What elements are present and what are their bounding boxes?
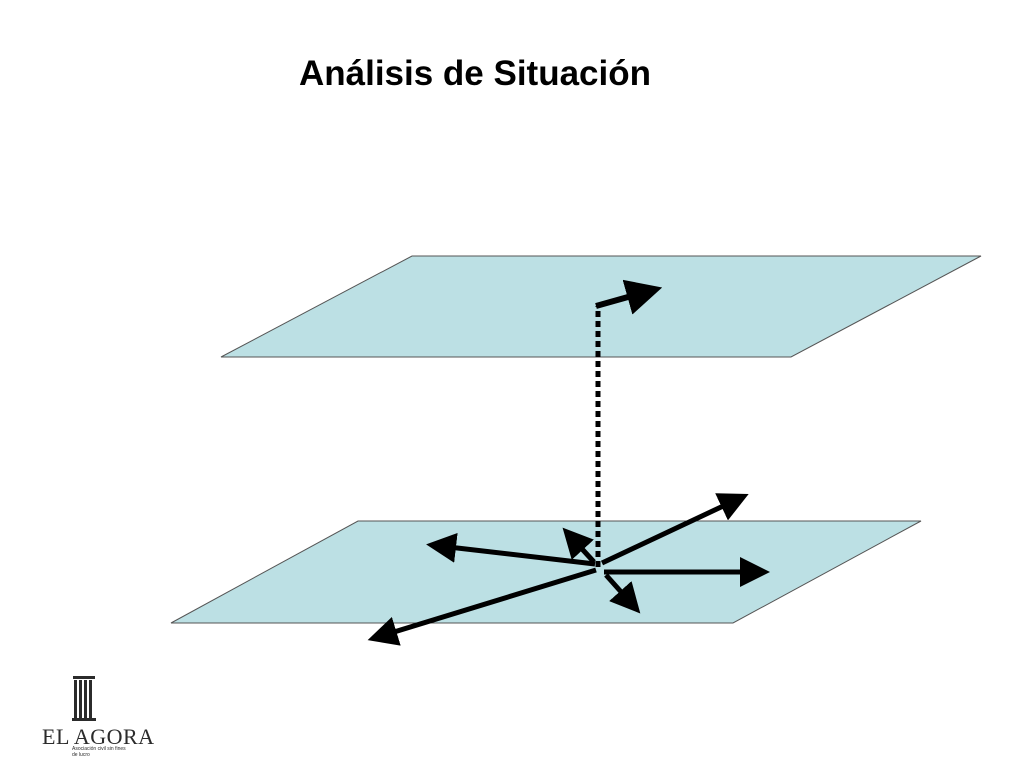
arrow-left (426, 532, 596, 567)
upper-plane-arrow (595, 279, 663, 315)
lower-plane (170, 520, 922, 624)
arrow-down-left (367, 567, 597, 646)
slide-title: Análisis de Situación (298, 54, 652, 93)
arrow-down-right (604, 573, 641, 614)
logo-subtitle: Asociación civil sin fines de lucro (72, 746, 126, 758)
logo-name: EL AGORA (42, 724, 155, 749)
column-icon (72, 676, 96, 721)
arrow-up-left (562, 527, 596, 564)
logo: EL AGORA Asociación civil sin fines de l… (40, 672, 160, 764)
arrow-up-right (600, 493, 749, 566)
